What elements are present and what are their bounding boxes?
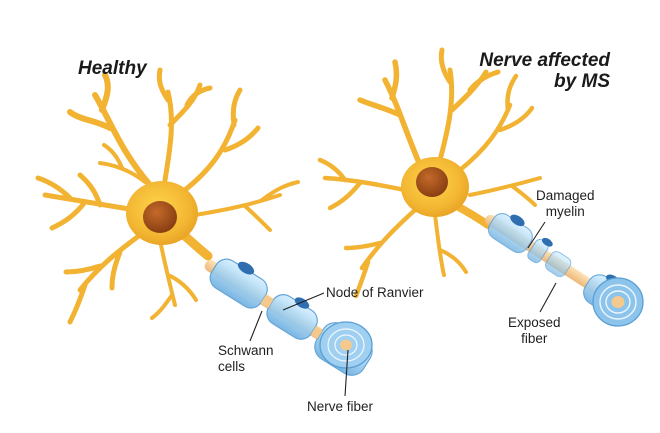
healthy-dendrites: [35, 67, 300, 325]
title-ms-line1: Nerve affected: [479, 50, 610, 71]
title-ms-line2: by MS: [554, 71, 610, 92]
label-damaged-line2: myelin: [545, 204, 585, 219]
damaged-myelin-segment: [545, 251, 572, 278]
label-damaged-line1: Damaged: [536, 188, 595, 203]
pointer-node-of-ranvier: [282, 292, 325, 311]
node-of-ranvier-gap: [260, 294, 274, 308]
ms-dendrites: [317, 47, 542, 299]
title-nerve-affected-by-ms: Nerve affected by MS: [460, 50, 610, 92]
label-exposed-fiber: Exposed fiber: [508, 315, 561, 347]
label-exposed-line1: Exposed: [508, 315, 561, 330]
label-schwann-line1: Schwann: [218, 343, 274, 358]
ms-neuron: [317, 47, 542, 299]
pointer-schwann-cells: [249, 310, 263, 342]
label-schwann-line2: cells: [218, 359, 246, 374]
healthy-nucleus: [143, 201, 177, 233]
label-exposed-line2: fiber: [521, 331, 548, 346]
label-damaged-myelin: Damaged myelin: [536, 188, 595, 220]
ms-axon-cross-section: [592, 277, 644, 327]
pointer-exposed-fiber: [539, 282, 557, 313]
healthy-axon-cross-section: [319, 321, 373, 369]
pointer-damaged-myelin: [527, 221, 546, 249]
schwann-cell-nucleus: [510, 214, 525, 227]
ms-axon-hillock: [451, 201, 492, 229]
schwann-cell-nucleus: [237, 261, 255, 275]
label-nerve-fiber: Nerve fiber: [307, 399, 374, 414]
pointer-nerve-fiber: [344, 349, 349, 397]
annotation-pointers: [249, 221, 557, 397]
schwann-cell-nucleus: [541, 237, 553, 247]
label-node-of-ranvier: Node of Ranvier: [326, 285, 424, 300]
node-of-ranvier-gap: [310, 325, 323, 339]
title-healthy: Healthy: [78, 58, 147, 79]
ms-nucleus: [416, 167, 448, 197]
label-schwann-cells: Schwann cells: [218, 343, 274, 375]
